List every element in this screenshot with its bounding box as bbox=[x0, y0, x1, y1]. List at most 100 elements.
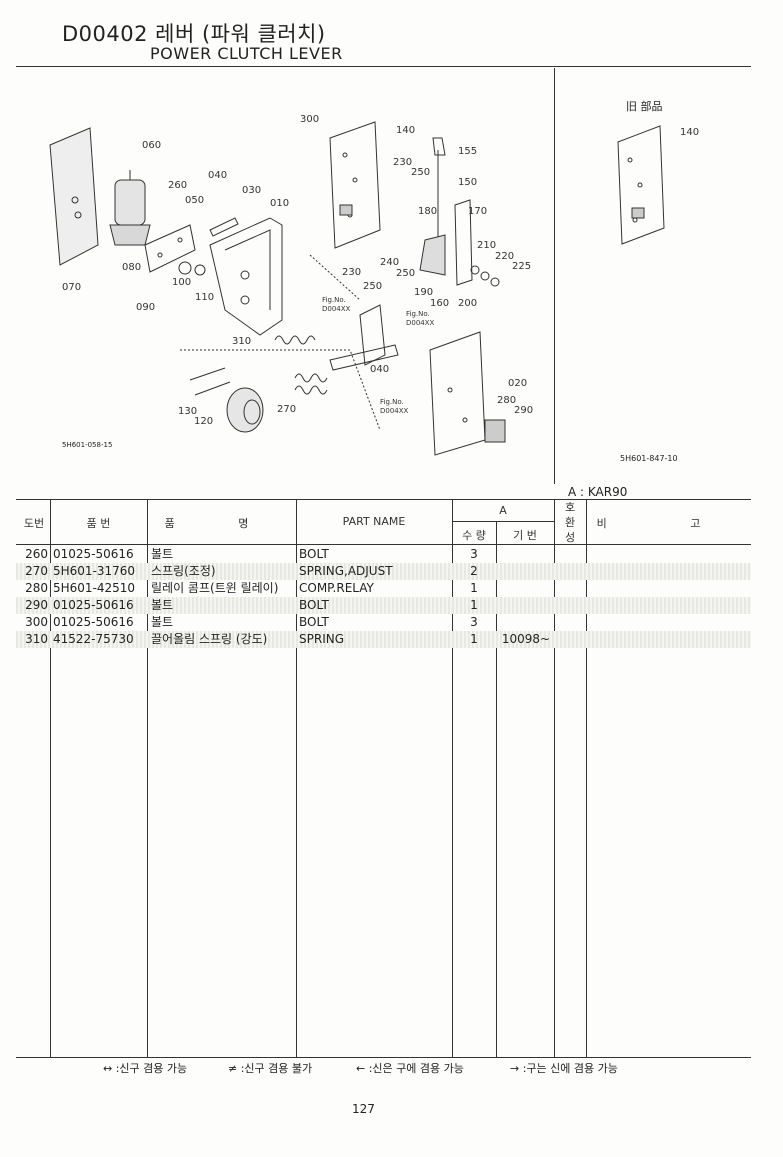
callout-250-mid: 250 bbox=[396, 268, 416, 279]
col-divider-2 bbox=[147, 499, 148, 1057]
row-qty: 1 bbox=[470, 632, 478, 646]
callout-150: 150 bbox=[458, 177, 478, 188]
fig-ref-a-label: Fig.No. bbox=[322, 296, 346, 304]
row-part-no: 5H601-42510 bbox=[53, 581, 136, 595]
row-qty: 3 bbox=[470, 615, 478, 629]
fig-ref-a: Fig.No. D004XX bbox=[322, 296, 350, 314]
legend-new-to-old: ← :신은 구에 겸용 가능 bbox=[356, 1062, 464, 1075]
row-no: 280 bbox=[25, 581, 48, 595]
main-figure-id: 5H601-058-15 bbox=[62, 441, 113, 449]
row-name-kr: 스프링(조정) bbox=[151, 564, 216, 578]
header-rule bbox=[16, 66, 751, 67]
callout-230-upper: 230 bbox=[393, 157, 413, 168]
callout-180: 180 bbox=[418, 206, 438, 217]
callout-155: 155 bbox=[458, 146, 478, 157]
table-row: 260 01025-50616 볼트 BOLT 3 bbox=[16, 546, 751, 563]
callout-310: 310 bbox=[232, 336, 252, 347]
callout-140: 140 bbox=[396, 125, 416, 136]
row-name-en: COMP.RELAY bbox=[299, 581, 374, 595]
diagram-divider bbox=[554, 68, 555, 484]
page-title-code: D00402 레버 (파워 클러치) bbox=[62, 22, 326, 46]
callout-130: 130 bbox=[178, 406, 198, 417]
fig-ref-b: Fig.No. D004XX bbox=[406, 310, 434, 328]
header-serial: 기 번 bbox=[513, 529, 537, 542]
model-note: A : KAR90 bbox=[568, 485, 628, 499]
callout-170: 170 bbox=[468, 206, 488, 217]
callout-250-lower: 250 bbox=[363, 281, 383, 292]
row-name-kr: 볼트 bbox=[151, 615, 174, 629]
callout-070: 070 bbox=[62, 282, 82, 293]
exploded-parts-diagram bbox=[49, 121, 506, 456]
header-part-name: PART NAME bbox=[342, 515, 406, 528]
row-no: 270 bbox=[25, 564, 48, 578]
col-divider-7 bbox=[586, 499, 587, 1057]
callout-040: 040 bbox=[208, 170, 228, 181]
callout-290: 290 bbox=[514, 405, 534, 416]
col-divider-3 bbox=[296, 499, 297, 1057]
row-part-no: 41522-75730 bbox=[53, 632, 134, 646]
old-parts-label: 旧 部品 bbox=[626, 100, 663, 113]
callout-050: 050 bbox=[185, 195, 205, 206]
legend-none: ≠ :신구 겸용 불가 bbox=[228, 1062, 313, 1075]
callout-250-upper: 250 bbox=[411, 167, 431, 178]
callout-110: 110 bbox=[195, 292, 215, 303]
header-part-no: 품 번 bbox=[86, 517, 111, 530]
callout-280: 280 bbox=[497, 395, 517, 406]
row-qty: 1 bbox=[470, 581, 478, 595]
row-no: 260 bbox=[25, 547, 48, 561]
row-name-kr: 볼트 bbox=[151, 547, 174, 561]
callout-090: 090 bbox=[136, 302, 156, 313]
table-top-rule bbox=[16, 499, 751, 500]
row-no: 300 bbox=[25, 615, 48, 629]
row-qty: 1 bbox=[470, 598, 478, 612]
header-no: 도번 bbox=[23, 517, 45, 530]
callout-060: 060 bbox=[142, 140, 162, 151]
table-row: 290 01025-50616 볼트 BOLT 1 bbox=[16, 597, 751, 614]
row-name-kr: 볼트 bbox=[151, 598, 174, 612]
row-no: 310 bbox=[25, 632, 48, 646]
row-name-en: SPRING,ADJUST bbox=[299, 564, 393, 578]
callout-210: 210 bbox=[477, 240, 497, 251]
fig-ref-c-code: D004XX bbox=[380, 407, 409, 415]
header-remarks: 비 고 bbox=[596, 517, 741, 530]
row-serial: 10098~ bbox=[501, 632, 551, 646]
callout-270: 270 bbox=[277, 404, 297, 415]
callout-040-lower: 040 bbox=[370, 364, 390, 375]
row-name-kr: 끌어올림 스프링 (강도) bbox=[151, 632, 268, 646]
col-divider-5 bbox=[496, 521, 497, 1057]
callout-190: 190 bbox=[414, 287, 434, 298]
fig-ref-c: Fig.No. D004XX bbox=[380, 398, 408, 416]
fig-ref-b-code: D004XX bbox=[406, 319, 435, 327]
row-part-no: 01025-50616 bbox=[53, 598, 134, 612]
fig-ref-b-label: Fig.No. bbox=[406, 310, 430, 318]
callout-225: 225 bbox=[512, 261, 532, 272]
callout-200: 200 bbox=[458, 298, 478, 309]
fig-ref-a-code: D004XX bbox=[322, 305, 351, 313]
callout-300: 300 bbox=[300, 114, 320, 125]
table-row: 310 41522-75730 끌어올림 스프링 (강도) SPRING 1 1… bbox=[16, 631, 751, 648]
col-divider-6 bbox=[554, 499, 555, 1057]
old-parts-diagram bbox=[617, 125, 665, 245]
row-qty: 3 bbox=[470, 547, 478, 561]
callout-120: 120 bbox=[194, 416, 214, 427]
col-divider-4 bbox=[452, 499, 453, 1057]
table-bottom-rule bbox=[16, 1057, 751, 1058]
callout-240: 240 bbox=[380, 257, 400, 268]
callout-230-lower: 230 bbox=[342, 267, 362, 278]
page-number: 127 bbox=[352, 1102, 375, 1116]
old-callout-140: 140 bbox=[680, 127, 700, 138]
legend-both: ↔ :신구 겸용 가능 bbox=[103, 1062, 188, 1075]
callout-160: 160 bbox=[430, 298, 450, 309]
header-interchange: 호환성 bbox=[564, 501, 576, 544]
callout-260: 260 bbox=[168, 180, 188, 191]
row-name-en: BOLT bbox=[299, 615, 329, 629]
callout-100: 100 bbox=[172, 277, 192, 288]
callout-220: 220 bbox=[495, 251, 515, 262]
page-title-english: POWER CLUTCH LEVER bbox=[150, 44, 343, 63]
qty-subheader-rule bbox=[452, 521, 554, 522]
callout-080: 080 bbox=[122, 262, 142, 273]
table-row: 280 5H601-42510 릴레이 콤프(트윈 릴레이) COMP.RELA… bbox=[16, 580, 751, 597]
row-part-no: 5H601-31760 bbox=[53, 564, 136, 578]
row-no: 290 bbox=[25, 598, 48, 612]
header-name-kr: 품 명 bbox=[164, 517, 279, 530]
